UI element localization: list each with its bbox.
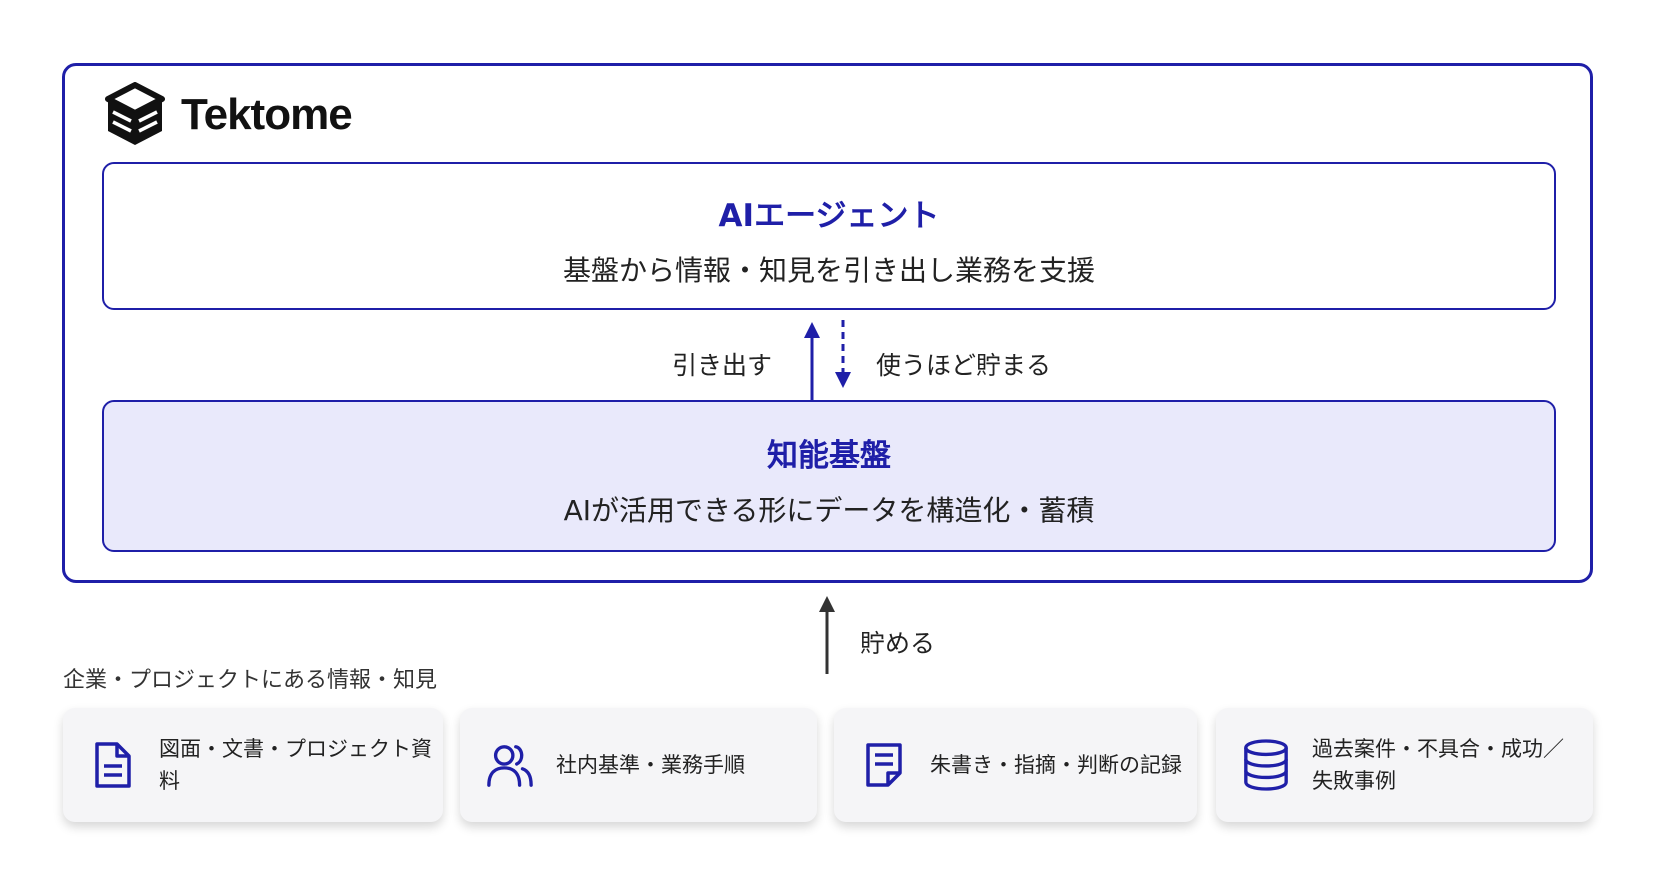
note-icon <box>860 738 908 792</box>
ai-agent-layer: AIエージェント 基盤から情報・知見を引き出し業務を支援 <box>102 162 1556 310</box>
tektome-cube-logo-icon <box>105 82 165 145</box>
database-icon <box>1242 738 1290 792</box>
retrieve-up-arrow <box>804 322 820 402</box>
source-card-standards: 社内基準・業務手順 <box>460 708 817 822</box>
source-card-label: 社内基準・業務手順 <box>556 753 745 777</box>
brand-logo: Tektome <box>105 80 353 150</box>
ai-agent-title: AIエージェント <box>718 198 940 234</box>
users-icon <box>486 738 534 792</box>
sources-caption: 企業・プロジェクトにある情報・知見 <box>63 668 438 693</box>
retrieve-label: 引き出す <box>672 351 773 380</box>
knowledge-base-layer: 知能基盤 AIが活用できる形にデータを構造化・蓄積 <box>102 400 1556 552</box>
knowledge-base-title: 知能基盤 <box>767 438 891 474</box>
source-card-label: 過去案件・不具合・成功／ 失敗事例 <box>1312 733 1564 797</box>
source-card-documents: 図面・文書・プロジェクト資料 <box>63 708 443 822</box>
accumulate-label: 使うほど貯まる <box>876 351 1052 380</box>
document-icon <box>89 738 137 792</box>
source-card-label: 図面・文書・プロジェクト資料 <box>159 737 432 793</box>
store-label: 貯める <box>860 629 936 658</box>
source-card-label-line2: 失敗事例 <box>1312 769 1396 793</box>
source-card-label-line1: 過去案件・不具合・成功／ <box>1312 737 1564 761</box>
knowledge-base-description: AIが活用できる形にデータを構造化・蓄積 <box>563 494 1095 527</box>
source-card-label: 朱書き・指摘・判断の記録 <box>930 753 1182 777</box>
tektome-platform-frame <box>62 63 1593 583</box>
store-up-arrow <box>819 596 835 674</box>
ai-agent-description: 基盤から情報・知見を引き出し業務を支援 <box>562 254 1095 287</box>
source-card-past-cases: 過去案件・不具合・成功／ 失敗事例 <box>1216 708 1593 822</box>
brand-name: Tektome <box>181 90 353 139</box>
source-card-records: 朱書き・指摘・判断の記録 <box>834 708 1197 822</box>
accumulate-down-arrow <box>835 320 851 388</box>
